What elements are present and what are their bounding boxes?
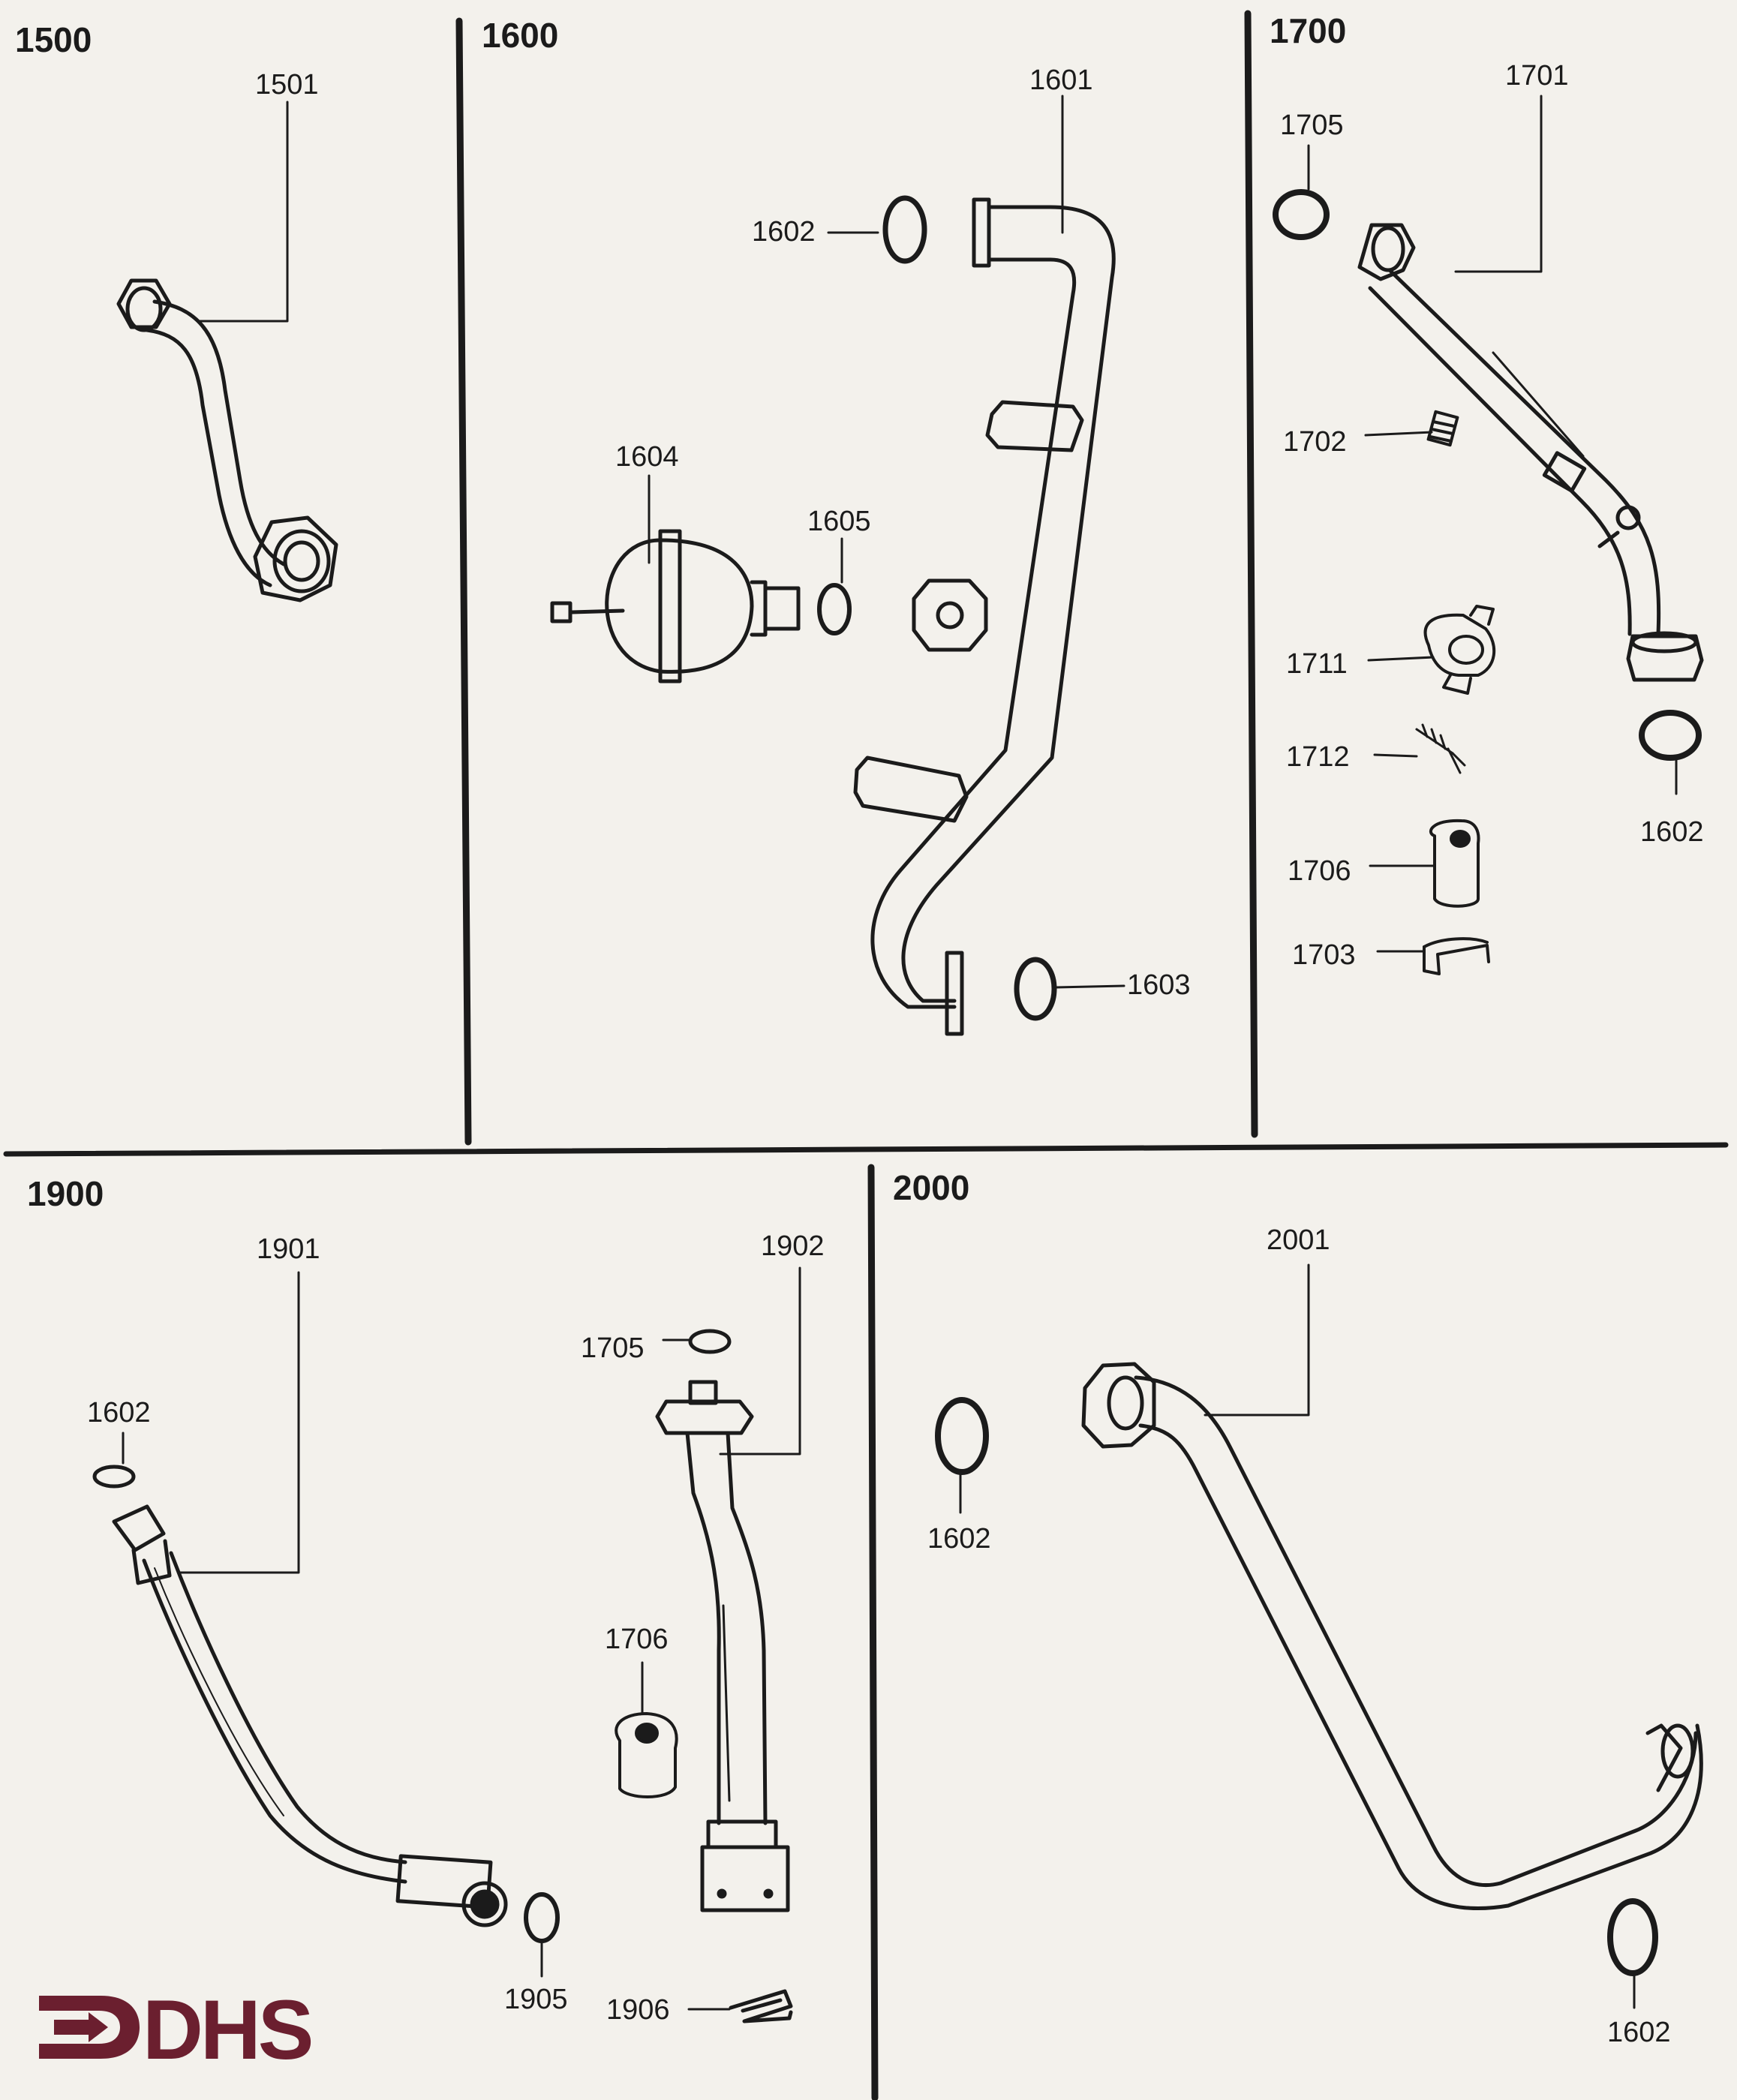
callout-1701: 1701 — [1505, 60, 1569, 92]
callout-1602: 1602 — [1607, 2017, 1671, 2048]
dhs-logo-text: DHS — [143, 1983, 314, 2077]
part-1712-screw — [1415, 723, 1466, 774]
leaders-2000 — [959, 1263, 1636, 2009]
part-1602-oring-2000-b — [1607, 1898, 1658, 1976]
callout-1602: 1602 — [752, 216, 816, 248]
callout-1706: 1706 — [1288, 855, 1351, 887]
part-1906-clip — [729, 1989, 793, 2023]
callout-1602: 1602 — [87, 1397, 151, 1429]
section-title-2000: 2000 — [893, 1168, 970, 1207]
part-1703-clip — [1423, 937, 1490, 975]
callout-1601: 1601 — [1029, 65, 1093, 96]
section-title-1500: 1500 — [15, 20, 92, 59]
part-1701-pipe — [1357, 223, 1704, 682]
callout-1501: 1501 — [255, 69, 319, 101]
part-1705-oring-1700 — [1273, 189, 1330, 240]
callout-1901: 1901 — [257, 1233, 320, 1265]
callout-2001: 2001 — [1267, 1224, 1330, 1256]
callout-1605: 1605 — [807, 506, 871, 537]
dhs-logo-icon — [39, 1996, 140, 2059]
part-1711-clip — [1423, 605, 1496, 695]
callout-1712: 1712 — [1286, 741, 1350, 773]
part-1702-spring — [1426, 410, 1459, 447]
part-1905-oring — [524, 1892, 560, 1943]
part-1501-pipe — [116, 278, 338, 602]
section-title-1900: 1900 — [27, 1174, 104, 1213]
part-1603-oring — [1014, 957, 1057, 1021]
part-1902-pipe — [655, 1380, 790, 1912]
leaders-1700 — [1307, 95, 1678, 953]
part-1706-sensor-pocket-1700 — [1429, 819, 1480, 908]
callout-1602: 1602 — [927, 1523, 991, 1555]
callout-1902: 1902 — [761, 1230, 825, 1262]
part-1602-oring-1900 — [92, 1465, 136, 1489]
part-1602-oring-1600 — [882, 195, 927, 264]
callout-1706: 1706 — [605, 1624, 669, 1655]
section-title-1700: 1700 — [1270, 11, 1347, 50]
callout-1604: 1604 — [615, 441, 679, 473]
callout-1711: 1711 — [1286, 648, 1348, 680]
part-1601-pipe — [853, 197, 1116, 1036]
callout-1705: 1705 — [1280, 110, 1344, 141]
leader-1501 — [197, 101, 289, 323]
part-1605-oring — [817, 583, 852, 635]
part-1602-oring-1700 — [1639, 710, 1702, 761]
callout-1603: 1603 — [1127, 969, 1191, 1001]
section-title-1600: 1600 — [482, 16, 559, 55]
leaders-1900 — [122, 1266, 801, 2011]
panel-dividers — [3, 10, 1729, 2100]
part-2001-pipe — [1081, 1362, 1703, 1910]
part-1901-hose — [112, 1504, 508, 1927]
leaders-1600 — [648, 95, 1125, 989]
callout-1702: 1702 — [1283, 426, 1347, 458]
part-1604-expansion-vessel — [550, 529, 801, 683]
part-1602-oring-2000-a — [935, 1397, 989, 1475]
callout-1602: 1602 — [1640, 816, 1704, 848]
part-1705-oring-1900 — [688, 1329, 732, 1354]
callout-1705: 1705 — [581, 1332, 645, 1364]
callout-1905: 1905 — [504, 1984, 568, 2015]
callout-1703: 1703 — [1292, 939, 1356, 971]
callout-1906: 1906 — [606, 1994, 670, 2026]
part-1706-sensor-pocket-1900 — [615, 1712, 678, 1798]
